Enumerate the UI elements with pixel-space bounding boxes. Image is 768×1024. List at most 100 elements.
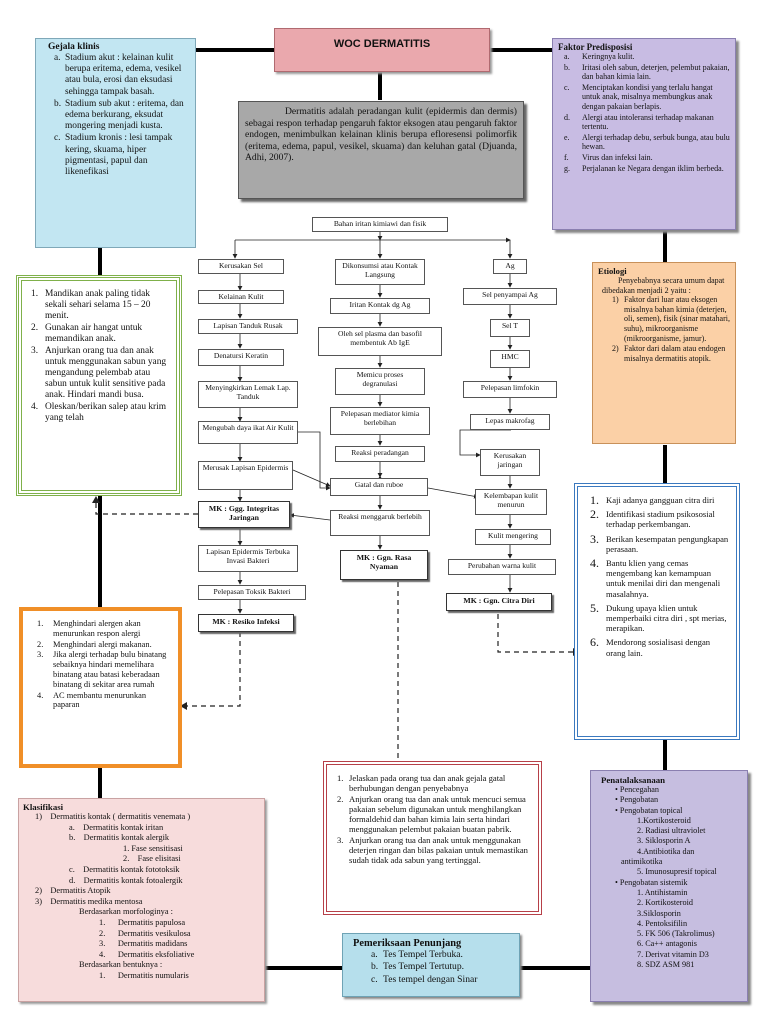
list-item-text: Berikan kesempatan pengungkapan perasaan… bbox=[606, 533, 729, 554]
list-item-marker: c. bbox=[564, 82, 570, 92]
flow-right-6: Kerusakan jaringan bbox=[480, 449, 540, 476]
list-line: 1.Kortikosteroid bbox=[637, 815, 691, 825]
list-item: 2.Identifikasi stadium psikososial terha… bbox=[590, 507, 730, 529]
list-line: 2. Kortikosteroid bbox=[637, 898, 693, 908]
flow-mk-citra: MK : Ggn. Citra Diri bbox=[446, 593, 552, 611]
list-item: b.Iritasi oleh sabun, deterjen, pelembut… bbox=[564, 63, 730, 82]
list-item-marker: 4. bbox=[590, 556, 599, 571]
list-item: a.Tes Tempel Terbuka. bbox=[371, 949, 511, 960]
list-item-text: Dukung upaya klien untuk memperbaiki cit… bbox=[606, 602, 727, 634]
flow-center-hub: Gatal dan ruboe bbox=[330, 478, 428, 496]
list-item: 1.Jelaskan pada orang tua dan anak gejal… bbox=[337, 773, 530, 793]
gejala-klinis-box: Gejala klinis a.Stadium akut : kelainan … bbox=[35, 38, 196, 248]
flow-left-2: Lapisan Tanduk Rusak bbox=[198, 319, 298, 334]
red-list: 1.Jelaskan pada orang tua dan anak gejal… bbox=[337, 773, 530, 865]
list-item: 1.Menghindari alergen akan menurunkan re… bbox=[37, 619, 172, 639]
list-item-marker: 1. bbox=[337, 773, 344, 783]
list-item-marker: 1. bbox=[37, 619, 44, 628]
list-line: 3. Siklosporin A bbox=[637, 836, 691, 846]
list-item-text: Alergi atau intoleransi terhadap makanan… bbox=[582, 112, 714, 132]
orange-list: 1.Menghindari alergen akan menurunkan re… bbox=[37, 619, 172, 710]
list-item-text: Alergi terhadap debu, serbuk bunga, atau… bbox=[582, 132, 730, 152]
list-item: d.Alergi atau intoleransi terhadap makan… bbox=[564, 113, 730, 132]
list-line: • Pengobatan topical bbox=[615, 805, 683, 815]
list-line: b. Dermatitis kontak alergik bbox=[69, 833, 170, 843]
list-item-marker: 2. bbox=[590, 507, 599, 522]
list-line: antimikotika bbox=[621, 857, 663, 867]
list-item-text: Tes tempel dengan Sinar bbox=[383, 973, 478, 985]
list-item-marker: 4. bbox=[31, 402, 39, 412]
list-item-text: Anjurkan orang tua dan anak untuk menggu… bbox=[45, 346, 167, 400]
list-line: 5. Imunosupresif topical bbox=[637, 867, 717, 877]
list-item: c.Menciptakan kondisi yang terlalu hanga… bbox=[564, 83, 730, 112]
list-item-marker: 2) bbox=[612, 344, 619, 354]
list-line: • Pencegahan bbox=[615, 785, 660, 794]
list-item-marker: a. bbox=[564, 52, 570, 61]
flow-right-2: Sel T bbox=[490, 319, 530, 337]
list-line: 1. Dermatitis numularis bbox=[99, 970, 189, 980]
list-item-text: Stadium akut : kelainan kulit berupa eri… bbox=[65, 53, 182, 97]
flow-left-7: Lapisan Epidermis Terbuka Invasi Bakteri bbox=[198, 545, 298, 572]
flow-right-7: Kelembapan kulit menurun bbox=[475, 489, 547, 515]
etiologi-intro: Penyebabnya secara umum dapat dibedakan … bbox=[602, 276, 725, 295]
etiologi-title: Etiologi bbox=[598, 266, 627, 276]
faktor-list: a.Keringnya kulit.b.Iritasi oleh sabun, … bbox=[564, 52, 730, 173]
list-item: 3.Berikan kesempatan pengungkapan perasa… bbox=[590, 532, 730, 554]
list-item-marker: 3. bbox=[337, 835, 344, 845]
diagram-title: WOC DERMATITIS bbox=[274, 28, 490, 72]
list-line: • Pengobatan sistemik bbox=[615, 877, 688, 887]
list-line: 4.Antibiotika dan bbox=[637, 846, 695, 856]
pemeriksaan-box: Pemeriksaan Penunjang a.Tes Tempel Terbu… bbox=[342, 933, 520, 997]
list-item-text: Perjalanan ke Negara dengan iklim berbed… bbox=[582, 163, 724, 173]
list-item-marker: 3. bbox=[37, 650, 44, 660]
flow-right-8: Kulit mengering bbox=[475, 529, 551, 545]
list-line: 4. Dermatitis eksfoliative bbox=[99, 949, 195, 959]
list-item: g. Perjalanan ke Negara dengan iklim berb… bbox=[564, 164, 730, 174]
flow-left-8: Pelepasan Toksik Bakteri bbox=[198, 585, 306, 600]
list-item-marker: e. bbox=[564, 132, 570, 142]
etiologi-list: 1)Faktor dari luar atau eksogen misalnya… bbox=[612, 295, 730, 363]
list-item-text: Iritasi oleh sabun, deterjen, pelembut p… bbox=[582, 62, 730, 82]
list-item-text: Gunakan air hangat untuk memandikan anak… bbox=[45, 323, 143, 344]
list-item-marker: c. bbox=[371, 973, 378, 985]
list-item-marker: a. bbox=[54, 53, 61, 63]
list-item: 2) Faktor dari dalam atau endogen misalny… bbox=[612, 344, 730, 363]
list-item: a. Stadium akut : kelainan kulit berupa e… bbox=[54, 53, 191, 98]
list-line: 5. FK 506 (Takrolimus) bbox=[637, 929, 715, 939]
list-line: 2. Dermatitis vesikulosa bbox=[99, 928, 191, 938]
list-line: 1. Fase sensitisasi bbox=[123, 843, 183, 853]
list-item-text: Tes Tempel Tertutup. bbox=[383, 961, 465, 973]
flow-mid-2: Oleh sel plasma dan basofil membentuk Ab… bbox=[318, 327, 442, 356]
list-line: 1. Antihistamin bbox=[637, 887, 688, 897]
flow-right-9: Perubahan warna kulit bbox=[448, 559, 556, 575]
flow-mid-5: Reaksi peradangan bbox=[335, 446, 425, 462]
flow-right-4: Pelepasan limfokin bbox=[463, 381, 557, 398]
klasifikasi-list: 1) Dermatitis kontak ( dermatitis venema… bbox=[23, 812, 260, 982]
penatalaksanaan-box: Penatalaksanaan • Pencegahan• Pengobatan… bbox=[590, 770, 748, 1002]
list-line: 2. Fase elisitasi bbox=[123, 854, 181, 864]
flow-left-5: Mengubah daya ikat Air Kulit bbox=[198, 421, 298, 444]
list-item-text: Mandikan anak paling tidak sekali sehari… bbox=[45, 289, 151, 321]
list-line: 3.Siklosporin bbox=[637, 908, 681, 918]
definition-box: Dermatitis adalah peradangan kulit (epid… bbox=[238, 101, 524, 199]
list-item-marker: 2. bbox=[31, 323, 39, 333]
flow-mid-4: Pelepasan mediator kimia berlebihan bbox=[330, 407, 430, 435]
list-item: 2. Gunakan air hangat untuk memandikan an… bbox=[31, 323, 171, 345]
list-line: 6. Ca++ antagonis bbox=[637, 939, 697, 949]
list-line: 4. Pentoksifilin bbox=[637, 918, 688, 928]
red-intervention-box: 1.Jelaskan pada orang tua dan anak gejal… bbox=[323, 761, 542, 915]
list-line: 1) Dermatitis kontak ( dermatitis venema… bbox=[35, 812, 191, 821]
list-line: d. Dermatitis kontak fotoalergik bbox=[69, 875, 183, 885]
list-item-marker: g. bbox=[564, 163, 570, 173]
list-line: 3. Dermatitis madidans bbox=[99, 939, 188, 949]
list-line: 2. Radiasi ultraviolet bbox=[637, 826, 706, 836]
list-item-text: Jika alergi terhadap bulu binatang sebai… bbox=[53, 650, 167, 689]
list-item: 4.AC membantu menurunkan paparan bbox=[37, 691, 172, 711]
flow-right-3: HMC bbox=[490, 350, 530, 368]
flow-right-0: Ag bbox=[493, 259, 527, 274]
klasifikasi-title: Klasifikasi bbox=[23, 802, 64, 812]
list-item-text: Faktor dari dalam atau endogen misalnya … bbox=[624, 344, 726, 363]
list-item: 3. Jika alergi terhadap bulu binatang seb… bbox=[37, 650, 172, 689]
list-item-marker: 1. bbox=[590, 493, 599, 507]
list-item-text: AC membantu menurunkan paparan bbox=[53, 690, 147, 710]
